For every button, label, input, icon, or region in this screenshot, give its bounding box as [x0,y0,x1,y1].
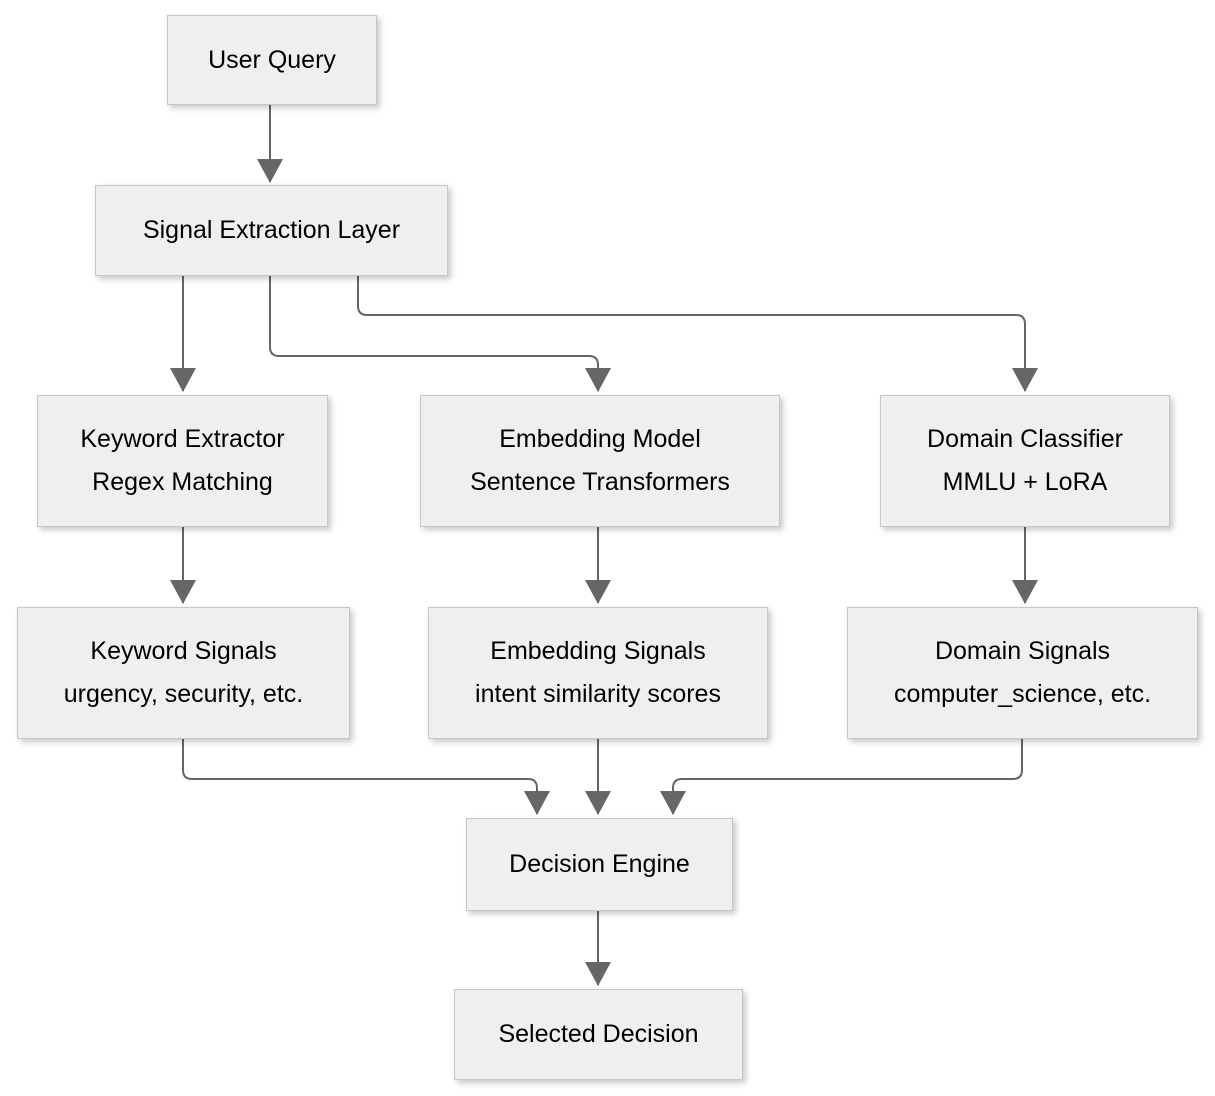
node-keyword-extractor: Keyword Extractor Regex Matching [37,395,328,527]
node-domain-signals-sublabel: computer_science, etc. [893,680,1152,708]
node-keyword-signals: Keyword Signals urgency, security, etc. [17,607,350,739]
node-domain-classifier-label: Domain Classifier [927,425,1123,453]
node-domain-classifier: Domain Classifier MMLU + LoRA [880,395,1170,527]
node-selected-decision: Selected Decision [454,989,743,1080]
node-embedding-model: Embedding Model Sentence Transformers [420,395,780,527]
node-keyword-extractor-sublabel: Regex Matching [92,468,273,496]
node-domain-classifier-sublabel: MMLU + LoRA [942,468,1108,496]
node-domain-signals-label: Domain Signals [934,637,1111,665]
node-decision-engine: Decision Engine [466,818,733,911]
node-selected-decision-label: Selected Decision [498,1020,699,1048]
node-keyword-extractor-label: Keyword Extractor [80,425,285,453]
edge-signal-extraction-to-embedding-model [269,276,611,392]
node-embedding-signals-sublabel: intent similarity scores [475,680,721,708]
node-user-query-label: User Query [208,45,336,74]
node-embedding-model-label: Embedding Model [499,425,701,453]
node-keyword-signals-sublabel: urgency, security, etc. [63,680,304,708]
node-domain-signals: Domain Signals computer_science, etc. [847,607,1198,739]
node-user-query: User Query [167,15,377,105]
edge-keyword-signals-to-decision-engine [182,739,550,815]
node-keyword-signals-label: Keyword Signals [90,637,277,665]
node-decision-engine-label: Decision Engine [509,850,690,878]
node-signal-extraction-layer: Signal Extraction Layer [95,185,448,276]
edge-signal-extraction-to-domain-classifier [357,276,1038,392]
edge-domain-signals-to-decision-engine [660,739,1023,815]
node-signal-extraction-layer-label: Signal Extraction Layer [142,216,401,244]
node-embedding-signals: Embedding Signals intent similarity scor… [428,607,768,739]
node-embedding-model-sublabel: Sentence Transformers [470,468,730,496]
node-embedding-signals-label: Embedding Signals [490,637,706,665]
